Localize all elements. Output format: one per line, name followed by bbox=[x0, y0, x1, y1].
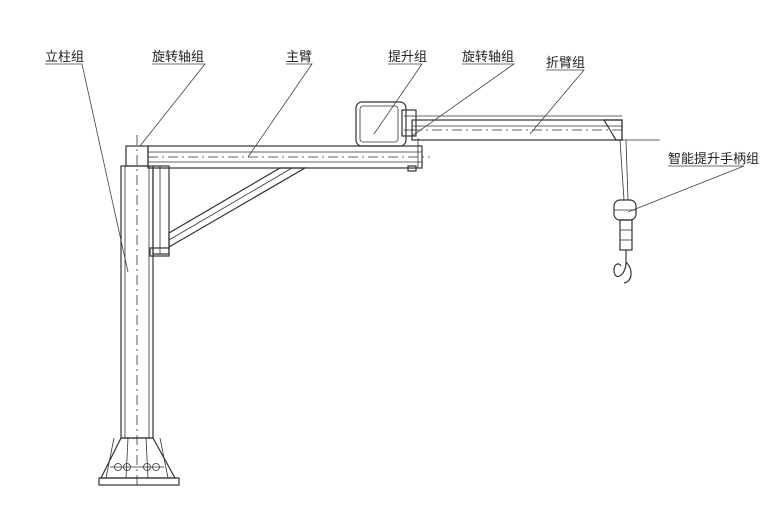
labels: 立柱组 旋转轴组 主臂 提升组 旋转轴组 折臂组 智能提升手柄组 bbox=[45, 49, 759, 167]
label-pivot-right: 旋转轴组 bbox=[462, 50, 514, 65]
diagonal-brace bbox=[168, 167, 308, 249]
base-rib-4 bbox=[145, 437, 149, 479]
leader-main-arm bbox=[247, 63, 313, 158]
main-arm-roller bbox=[407, 165, 417, 172]
folding-arm bbox=[411, 115, 660, 168]
label-handle: 智能提升手柄组 bbox=[668, 151, 759, 167]
main-arm bbox=[147, 145, 430, 249]
label-pivot-left: 旋转轴组 bbox=[152, 50, 204, 65]
hoist bbox=[355, 101, 417, 147]
hook-outer bbox=[623, 261, 632, 284]
brace-centerline bbox=[168, 167, 293, 241]
hoist-body bbox=[355, 101, 407, 147]
hoist-motor-end bbox=[401, 109, 417, 137]
leader-pivot-right bbox=[411, 63, 516, 137]
label-hoist: 提升组 bbox=[388, 49, 427, 65]
hook-assembly bbox=[613, 139, 637, 284]
sleeve-bottom bbox=[149, 247, 170, 257]
leader-column bbox=[45, 63, 129, 273]
column-sleeve bbox=[152, 165, 170, 255]
leader-hoist bbox=[373, 63, 423, 135]
leader-lines bbox=[45, 63, 745, 273]
leader-handle bbox=[627, 165, 745, 213]
hoist-rope-2 bbox=[625, 139, 629, 201]
handle-stem bbox=[619, 219, 633, 251]
label-folding-arm: 折臂组 bbox=[546, 56, 585, 71]
base-plate bbox=[98, 477, 180, 486]
column bbox=[120, 135, 170, 488]
leader-folding-arm bbox=[529, 69, 585, 135]
hoist-rope bbox=[619, 139, 625, 201]
hook-icon bbox=[613, 250, 627, 278]
base-rib-2 bbox=[159, 437, 169, 479]
base-rib-3 bbox=[125, 437, 129, 479]
label-column: 立柱组 bbox=[45, 50, 84, 65]
hoist-inner bbox=[359, 105, 399, 143]
base-rib-1 bbox=[105, 437, 115, 479]
leader-pivot-left bbox=[139, 63, 206, 147]
column-base bbox=[98, 437, 180, 486]
label-main-arm: 主臂 bbox=[286, 50, 312, 65]
